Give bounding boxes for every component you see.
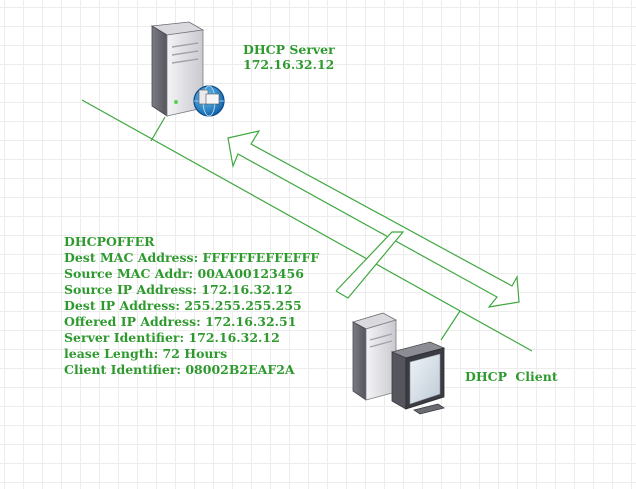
server-tower-icon bbox=[150, 21, 205, 117]
offer-line-client-id: Client Identifier: 08002B2EAF2A bbox=[64, 362, 295, 377]
network-globe-icon bbox=[193, 85, 225, 117]
offer-callout-connector bbox=[335, 231, 405, 299]
offer-line-dest-mac: Dest MAC Address: FFFFFFEFFEFFF bbox=[64, 250, 320, 265]
server-ip: 172.16.32.12 bbox=[243, 57, 335, 72]
network-line bbox=[81, 99, 533, 352]
offer-line-source-mac: Source MAC Addr: 00AA00123456 bbox=[64, 266, 304, 281]
offer-line-dest-ip: Dest IP Address: 255.255.255.255 bbox=[64, 298, 302, 313]
server-label: DHCP Server 172.16.32.12 bbox=[243, 42, 335, 72]
offer-line-server-id: Server Identifier: 172.16.32.12 bbox=[64, 330, 280, 345]
dhcpoffer-title: DHCPOFFER bbox=[64, 234, 155, 249]
client-connection-line bbox=[440, 310, 461, 341]
offer-line-lease-length: lease Length: 72 Hours bbox=[64, 346, 228, 361]
offer-line-offered-ip: Offered IP Address: 172.16.32.51 bbox=[64, 314, 297, 329]
client-label: DHCP Client bbox=[465, 369, 558, 384]
server-connection-line bbox=[150, 116, 166, 142]
dhcpoffer-details: DHCPOFFER Dest MAC Address: FFFFFFEFFEFF… bbox=[64, 234, 319, 378]
server-name: DHCP Server bbox=[243, 42, 335, 57]
desktop-computer-icon bbox=[351, 312, 446, 415]
offer-flow-arrow bbox=[227, 130, 520, 308]
offer-line-source-ip: Source IP Address: 172.16.32.12 bbox=[64, 282, 293, 297]
